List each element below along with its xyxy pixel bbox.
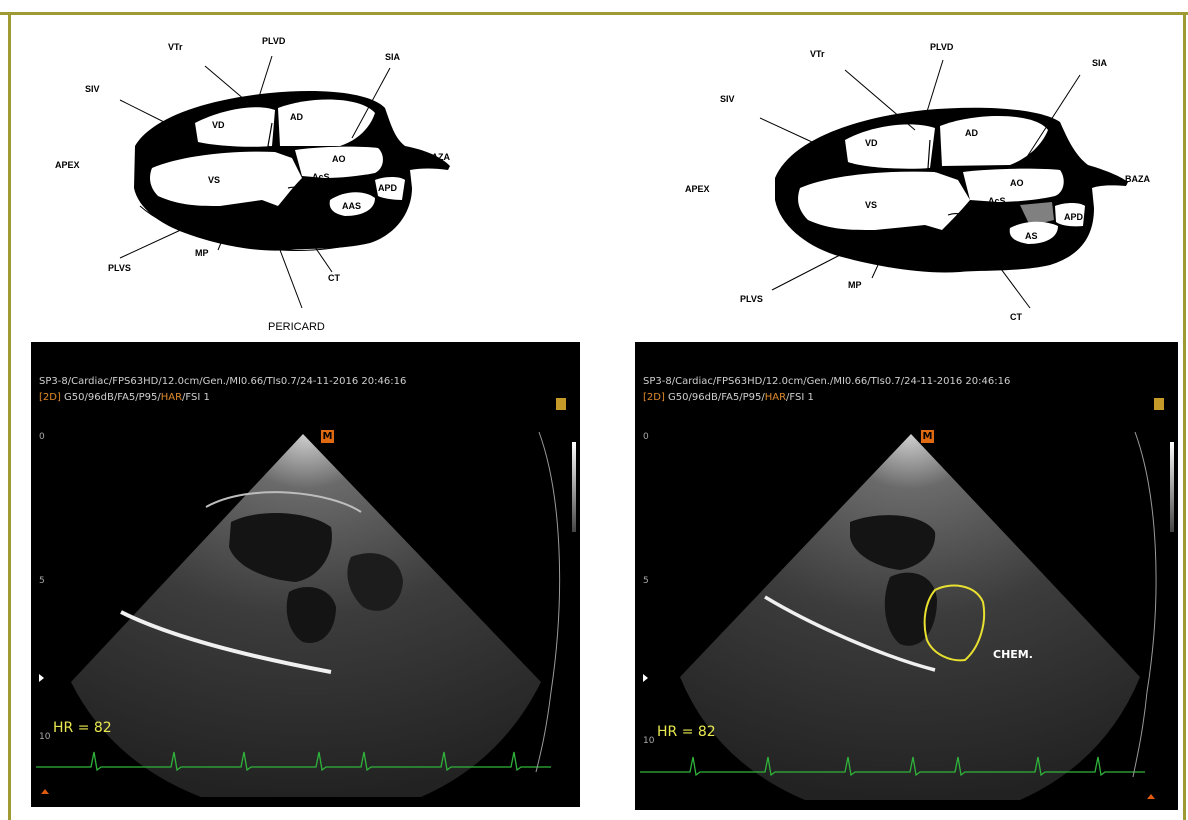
focus-marker-icon — [39, 674, 44, 682]
marker-badge: M — [321, 430, 334, 443]
orientation-triangle-icon — [41, 789, 49, 794]
label-ct: CT — [1010, 312, 1022, 322]
annotation-chem: CHEM. — [993, 648, 1033, 661]
heart-diagram-left: VTr PLVD SIA SIV APEX VD AD AO BAZA VS A… — [40, 28, 490, 338]
label-vd: VD — [865, 138, 878, 148]
label-mp: MP — [848, 280, 862, 290]
gray-scale-bar — [572, 442, 576, 532]
label-ao: AO — [332, 154, 346, 164]
label-siv: SIV — [720, 94, 735, 104]
depth-10: 10 — [643, 736, 654, 746]
ultrasound-sector — [31, 342, 580, 807]
label-sia: SIA — [1092, 58, 1108, 68]
label-pericard: PERICARD — [268, 321, 325, 333]
frame-top-border — [0, 12, 1188, 15]
depth-0: 0 — [643, 432, 649, 442]
label-ad: AD — [290, 112, 303, 122]
echo-image-right: SP3-8/Cardiac/FPS63HD/12.0cm/Gen./MI0.66… — [635, 342, 1178, 810]
label-apd: APD — [1064, 212, 1084, 222]
label-plvd: PLVD — [930, 42, 954, 52]
label-mp: MP — [195, 248, 209, 258]
label-baza: BAZA — [1125, 174, 1150, 184]
label-aas: AAS — [342, 201, 361, 211]
depth-5: 5 — [643, 576, 649, 586]
label-acs: AcS — [312, 172, 330, 182]
label-siv: SIV — [85, 84, 100, 94]
label-ct: CT — [328, 273, 340, 283]
label-apex: APEX — [685, 184, 710, 194]
heart-rate: HR = 82 — [53, 720, 112, 736]
depth-5: 5 — [39, 576, 45, 586]
frame-right-border — [1183, 12, 1186, 820]
label-plvs: PLVS — [740, 294, 763, 304]
label-ao: AO — [1010, 178, 1024, 188]
ultrasound-sector — [635, 342, 1178, 810]
gray-scale-bar — [1170, 442, 1174, 532]
depth-10: 10 — [39, 732, 50, 742]
label-acs: AcS — [988, 196, 1006, 206]
frame-left-border — [8, 12, 11, 820]
orientation-triangle-icon — [1147, 794, 1155, 799]
label-apex: APEX — [55, 160, 80, 170]
label-vd: VD — [212, 120, 225, 130]
label-vs: VS — [208, 175, 220, 185]
label-vtr: VTr — [810, 49, 825, 59]
depth-0: 0 — [39, 432, 45, 442]
focus-marker-icon — [643, 674, 648, 682]
marker-badge: M — [921, 430, 934, 443]
label-ad: AD — [965, 128, 978, 138]
label-baza: BAZA — [425, 152, 450, 162]
label-apd: APD — [378, 183, 398, 193]
label-as: AS — [1025, 231, 1038, 241]
heart-diagram-right: VTr PLVD SIA SIV APEX VD AD AO BAZA VS A… — [680, 30, 1170, 330]
label-plvs: PLVS — [108, 263, 131, 273]
label-vs: VS — [865, 200, 877, 210]
heart-rate: HR = 82 — [657, 724, 716, 740]
label-vtr: VTr — [168, 42, 183, 52]
label-sia: SIA — [385, 52, 401, 62]
echo-image-left: SP3-8/Cardiac/FPS63HD/12.0cm/Gen./MI0.66… — [31, 342, 580, 807]
label-plvd: PLVD — [262, 36, 286, 46]
